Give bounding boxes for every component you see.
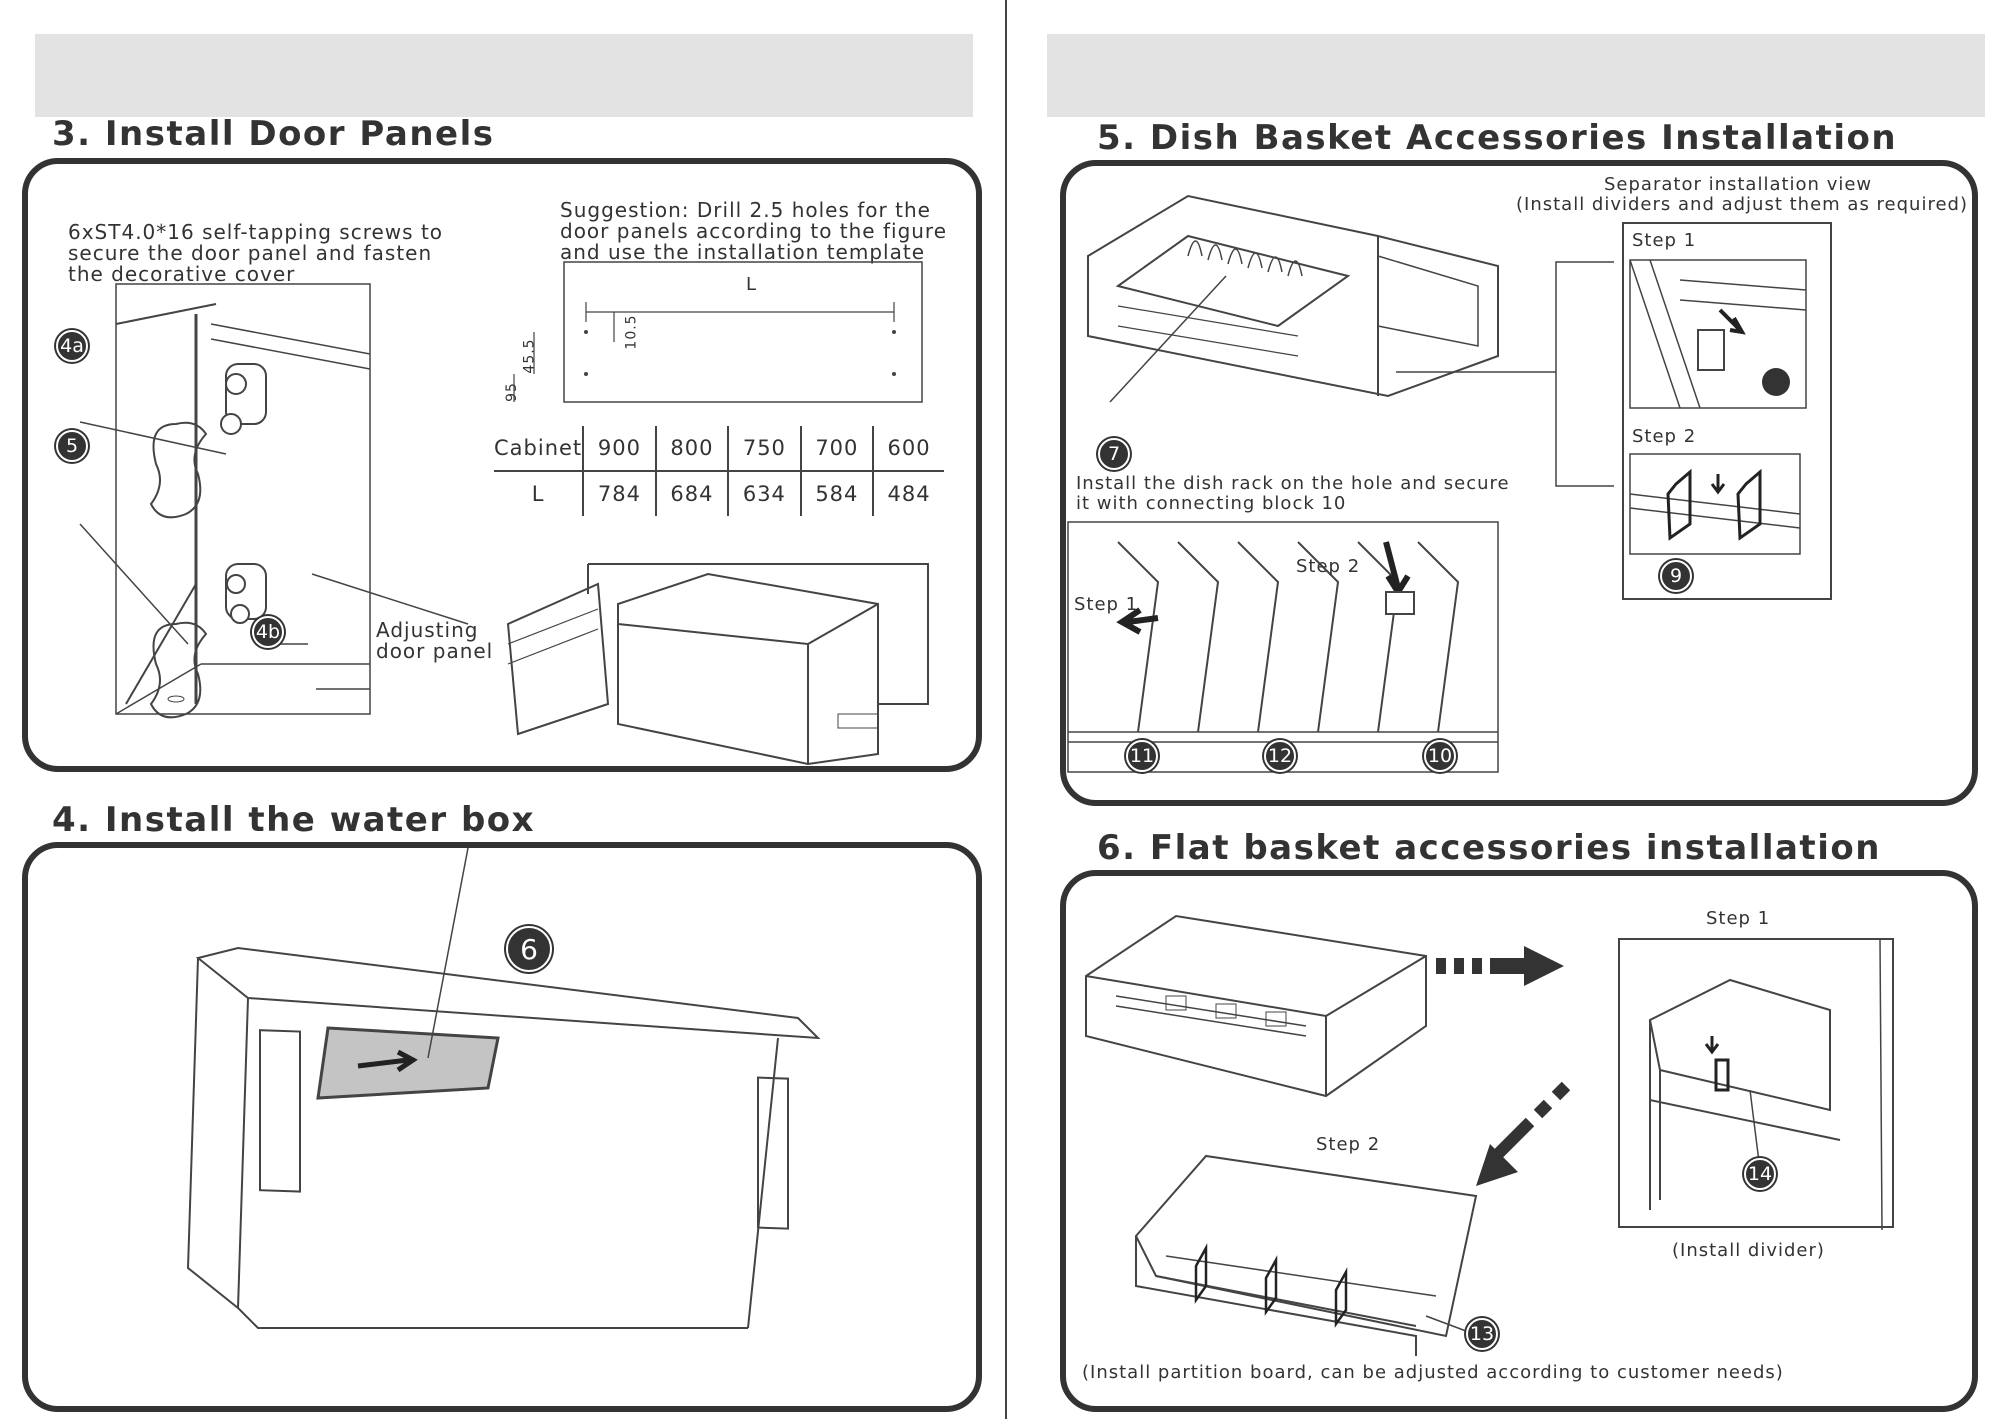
drill-suggestion: Suggestion: Drill 2.5 holes for the door… <box>560 198 948 264</box>
table-cell: 584 <box>799 471 874 516</box>
separator-view-subtitle: (Install dividers and adjust them as req… <box>1516 194 1968 215</box>
partition-board-note: (Install partition board, can be adjuste… <box>1082 1362 1784 1383</box>
separator-step-1-label: Step 1 <box>1632 230 1697 251</box>
table-cell: Cabinet <box>494 426 584 472</box>
table-cell: 700 <box>799 426 874 472</box>
badge-7: 7 <box>1098 438 1130 470</box>
flat-step-2-label: Step 2 <box>1316 1134 1381 1155</box>
rack-install-note: Install the dish rack on the hole and se… <box>1076 473 1510 514</box>
table-cell: 900 <box>582 426 656 472</box>
drawer-with-door-illustration <box>506 563 929 766</box>
header-band-left <box>35 34 973 117</box>
rack-step-2-label: Step 2 <box>1296 556 1361 577</box>
badge-4a: 4a <box>56 330 88 362</box>
dim-10-5: 10.5 <box>623 314 640 350</box>
section-title-water-box: 4. Install the water box <box>52 800 536 840</box>
separator-step-2-label: Step 2 <box>1632 426 1697 447</box>
dim-45-5: 45.5 <box>521 338 538 374</box>
badge-12: 12 <box>1264 740 1296 772</box>
table-cell: 684 <box>654 471 729 516</box>
panel-water-box: 6 <box>22 842 982 1412</box>
table-cell: 484 <box>872 471 944 516</box>
flat-step-1-frame: 14 <box>1618 938 1894 1231</box>
section-title-flat-basket: 6. Flat basket accessories installation <box>1097 828 1881 868</box>
dim-L: L <box>746 274 758 295</box>
badge-10: 10 <box>1424 740 1456 772</box>
partition-board-illustration <box>1134 1154 1478 1356</box>
door-hinge-illustration <box>115 283 371 719</box>
badge-5: 5 <box>56 430 88 462</box>
table-cell: 750 <box>727 426 801 472</box>
rack-detail-illustration <box>1067 521 1499 773</box>
divider-install-illustration <box>1648 939 1883 1231</box>
dish-basket-illustration <box>1087 194 1499 398</box>
separator-view-title: Separator installation view <box>1604 174 1873 195</box>
page-divider <box>1005 0 1007 1419</box>
table-cell: 600 <box>872 426 944 472</box>
panel-flat-basket: Step 1 14 (Install divider) Step 2 13 (I… <box>1060 870 1978 1412</box>
callout-lines-left <box>79 421 469 645</box>
rack-step-1-label: Step 1 <box>1074 594 1139 615</box>
panel-dish-basket: 7 Separator installation view (Install d… <box>1060 160 1978 806</box>
badge-11: 11 <box>1126 740 1158 772</box>
dim-95: 95 <box>503 382 520 402</box>
separator-steps-frame: Step 1 Step 2 9 <box>1622 222 1832 600</box>
drill-template-diagram <box>513 261 923 403</box>
header-band-right <box>1047 34 1985 117</box>
dish-basket-callouts <box>1109 261 1614 487</box>
panel-door-panels: 6xST4.0*16 self-tapping screws to secure… <box>22 158 982 772</box>
badge-14: 14 <box>1744 1158 1776 1190</box>
separator-step-2-illustration <box>1629 453 1801 555</box>
section-title-dish-basket: 5. Dish Basket Accessories Installation <box>1097 118 1898 158</box>
flat-step-1-label: Step 1 <box>1706 908 1771 929</box>
badge-6: 6 <box>506 926 552 972</box>
badge-9: 9 <box>1660 560 1692 592</box>
flat-basket-drawer-illustration <box>1085 914 1427 1098</box>
separator-step-1-illustration <box>1629 259 1807 409</box>
water-box-illustration <box>186 847 821 1329</box>
section-title-door-panels: 3. Install Door Panels <box>52 114 495 154</box>
install-divider-caption: (Install divider) <box>1672 1240 1825 1261</box>
table-row: L 784 684 634 584 484 <box>494 471 944 516</box>
table-header-row: Cabinet 900 800 750 700 600 <box>494 426 944 472</box>
adjusting-door-panel-label: Adjusting door panel <box>376 618 494 663</box>
step-arrows <box>1436 946 1571 1186</box>
badge-4b: 4b <box>252 616 284 648</box>
table-cell: 800 <box>654 426 729 472</box>
cabinet-dimension-table: Cabinet 900 800 750 700 600 L 784 684 63… <box>494 426 944 516</box>
table-cell: 634 <box>727 471 801 516</box>
table-cell: L <box>531 482 545 506</box>
screw-note: 6xST4.0*16 self-tapping screws to secure… <box>68 220 444 286</box>
table-cell: 784 <box>582 471 656 516</box>
badge-13: 13 <box>1466 1318 1498 1350</box>
